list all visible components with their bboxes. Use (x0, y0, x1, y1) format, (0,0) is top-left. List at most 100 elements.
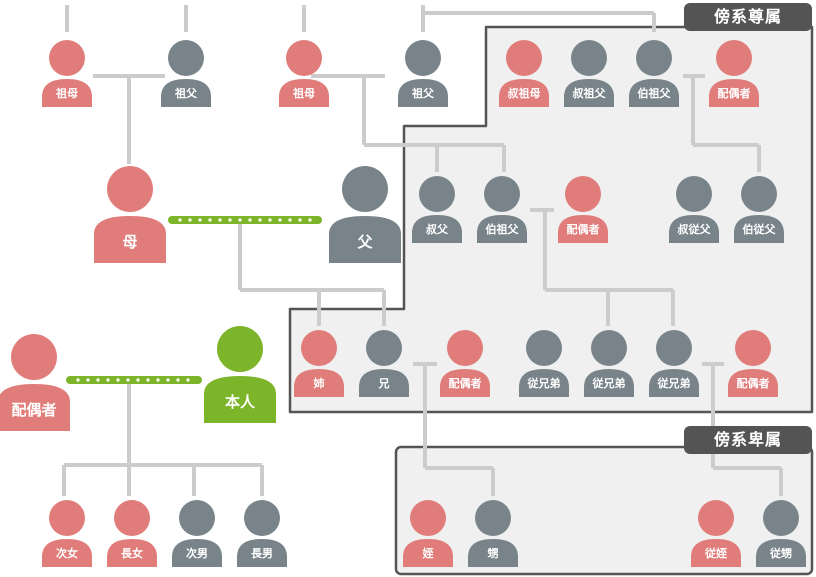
person-label: 祖母 (293, 87, 315, 100)
person-body (649, 369, 699, 397)
person-cousin-3: 従兄弟 (644, 328, 704, 398)
person-cousin-uncle-younger: 叔従父 (664, 174, 724, 244)
person-grand-uncle-younger: 叔祖父 (559, 38, 619, 108)
person-body (359, 369, 409, 397)
person-head (763, 500, 799, 536)
person-label: 長男 (251, 547, 273, 560)
person-body (0, 384, 70, 431)
person-body (709, 79, 759, 107)
person-uncle-elder: 伯祖父 (472, 174, 532, 244)
person-label: 叔祖母 (507, 87, 541, 100)
person-head (11, 334, 57, 380)
collateral-ascendants-region (288, 25, 814, 414)
person-icon (564, 40, 614, 107)
person-head (419, 176, 455, 212)
person-head (484, 176, 520, 212)
person-head (565, 176, 601, 212)
marriage-dot (258, 218, 262, 222)
marriage-dot (106, 378, 110, 382)
person-icon (584, 330, 634, 397)
person-icon (468, 500, 518, 567)
person-elder-sister: 姉 (289, 328, 349, 398)
person-second-daughter: 次女 (37, 498, 97, 568)
marriage-dot (198, 218, 202, 222)
marriage-dot (288, 218, 292, 222)
marriage-dot (136, 378, 140, 382)
person-body (669, 215, 719, 243)
marriage-dot (86, 378, 90, 382)
person-uncle-spouse: 配偶者 (553, 174, 613, 244)
person-head (735, 330, 771, 366)
person-icon (629, 40, 679, 107)
person-head (475, 500, 511, 536)
person-father: 父 (325, 164, 405, 264)
person-label: 伯従父 (742, 223, 776, 236)
person-icon (499, 40, 549, 107)
person-icon (691, 500, 741, 567)
person-body (398, 79, 448, 107)
marriage-dot (96, 378, 100, 382)
person-head (526, 330, 562, 366)
person-head (741, 176, 777, 212)
person-icon (403, 500, 453, 567)
person-eldest-son: 長男 (232, 498, 292, 568)
collateral-ascendants-label: 傍系尊属 (684, 3, 812, 31)
marriage-dot (228, 218, 232, 222)
person-label: 祖父 (175, 87, 197, 100)
marriage-dot (116, 378, 120, 382)
person-label: 父 (357, 233, 373, 251)
person-head (447, 330, 483, 366)
person-icon (728, 330, 778, 397)
person-body (204, 376, 276, 423)
person-head (107, 166, 153, 212)
person-label: 従兄弟 (657, 377, 691, 390)
marriage-dot (126, 378, 130, 382)
marriage-dot (278, 218, 282, 222)
person-maternal-grandfather: 祖父 (156, 38, 216, 108)
person-body (107, 539, 157, 567)
person-body (237, 539, 287, 567)
person-icon (294, 330, 344, 397)
marriage-dot (298, 218, 302, 222)
marriage-dot (208, 218, 212, 222)
person-uncle-younger: 叔父 (407, 174, 467, 244)
person-niece: 姪 (398, 498, 458, 568)
person-body (294, 369, 344, 397)
person-label: 配偶者 (11, 401, 57, 419)
person-icon (172, 500, 222, 567)
person-grand-uncle-spouse: 配偶者 (704, 38, 764, 108)
person-label: 従甥 (770, 547, 792, 560)
person-eldest-daughter: 長女 (102, 498, 162, 568)
person-head (656, 330, 692, 366)
person-head (217, 326, 263, 372)
person-label: 伯祖父 (637, 87, 671, 100)
person-head (676, 176, 712, 212)
person-head (506, 40, 542, 76)
person-head (342, 166, 388, 212)
person-head (49, 500, 85, 536)
person-head (286, 40, 322, 76)
marriage-dot (166, 378, 170, 382)
person-body (629, 79, 679, 107)
person-body (279, 79, 329, 107)
person-head (366, 330, 402, 366)
person-body (691, 539, 741, 567)
person-nephew: 甥 (463, 498, 523, 568)
marriage-dot (188, 218, 192, 222)
person-body (42, 79, 92, 107)
person-head (114, 500, 150, 536)
marriage-dot (176, 378, 180, 382)
person-cousin-spouse: 配偶者 (723, 328, 783, 398)
person-icon (359, 330, 409, 397)
person-label: 次女 (56, 547, 78, 560)
person-icon (161, 40, 211, 107)
person-body (499, 79, 549, 107)
person-body (756, 539, 806, 567)
person-cousin-niece: 従姪 (686, 498, 746, 568)
person-body (94, 216, 166, 263)
person-head (244, 500, 280, 536)
marriage-dot (146, 378, 150, 382)
person-label: 伯祖父 (485, 223, 519, 236)
person-label: 姪 (422, 547, 434, 560)
person-cousin-uncle-elder: 伯従父 (729, 174, 789, 244)
